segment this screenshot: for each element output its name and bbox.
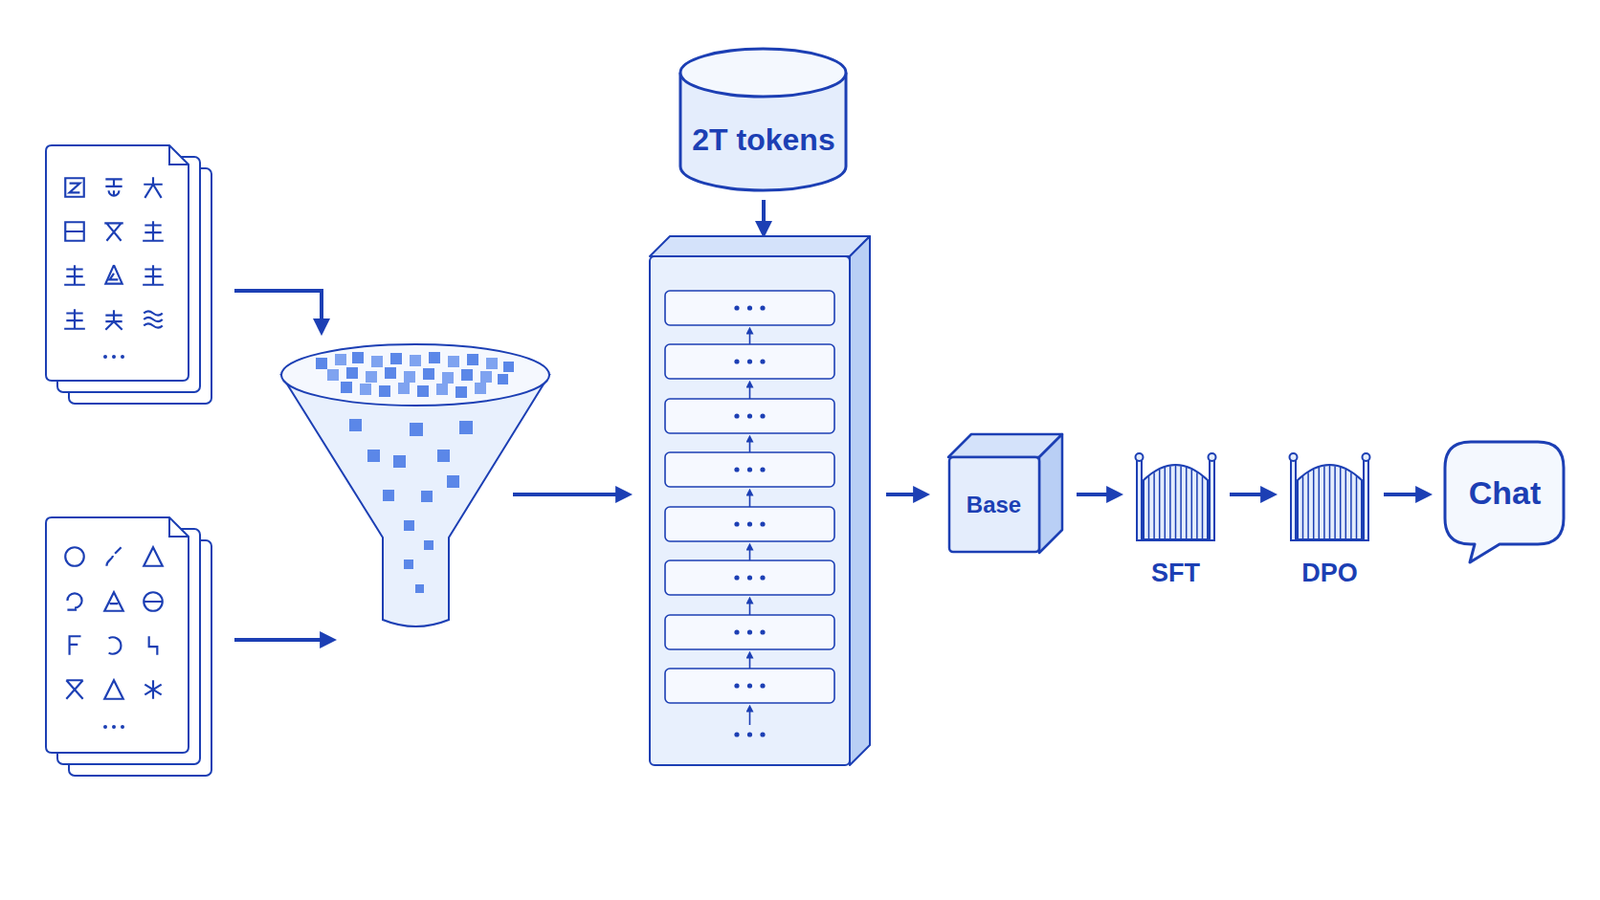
- flow-arrow: [1383, 492, 1419, 497]
- filter-funnel: [281, 344, 550, 627]
- flow-arrow: [761, 200, 766, 224]
- flow-arrow: [1076, 492, 1110, 497]
- glyph: [143, 592, 163, 612]
- transformer-stack: [649, 236, 870, 766]
- page-fold: [169, 145, 189, 165]
- glyph: [66, 680, 83, 700]
- ellipsis-dots: [103, 725, 125, 730]
- glyph: [69, 636, 82, 656]
- data-cylinder: 2T tokens: [679, 47, 848, 192]
- glyph: [105, 265, 122, 285]
- document-stack: [45, 517, 212, 777]
- glyph: [104, 222, 124, 241]
- model-cube: Base: [948, 434, 1064, 554]
- data-squares: [315, 352, 514, 594]
- layer-dots: [733, 305, 765, 737]
- document-page: [45, 145, 189, 381]
- stack-front: [649, 256, 850, 766]
- training-gate-outline: [1134, 451, 1217, 541]
- funnel-body: [281, 375, 550, 627]
- glyph: [143, 177, 163, 199]
- glyph: [144, 680, 161, 700]
- node-label: Chat: [1444, 441, 1566, 546]
- glyph: [66, 593, 82, 610]
- flow-arrow: [512, 492, 619, 497]
- stack-top: [649, 236, 870, 257]
- glyph: [104, 592, 124, 612]
- training-gate: DPO: [1288, 451, 1371, 592]
- flow-arrow: [1229, 492, 1264, 497]
- training-gate: SFT: [1134, 451, 1217, 592]
- glyph: [65, 177, 85, 198]
- glyph: [105, 310, 122, 331]
- data-cylinder-outline: [679, 47, 848, 192]
- glyph: [105, 178, 122, 197]
- glyph: [149, 636, 158, 656]
- ellipsis-dots: [103, 355, 125, 359]
- page-fold: [169, 517, 189, 537]
- glyph: [64, 309, 86, 330]
- glyph: [142, 221, 164, 242]
- layer-blocks: [665, 290, 835, 704]
- glyph: [109, 637, 122, 654]
- training-gate-outline: [1288, 451, 1371, 541]
- chat-bubble: Chat: [1444, 441, 1566, 564]
- stack-side: [849, 236, 870, 766]
- glyph: [65, 222, 85, 242]
- glyph: [104, 680, 124, 700]
- glyph: [142, 265, 164, 286]
- layer-arrows: [749, 333, 752, 726]
- flow-arrow: [234, 290, 322, 322]
- glyph: [143, 311, 163, 328]
- glyph: [64, 265, 86, 286]
- flow-arrow: [886, 492, 916, 497]
- glyph: [106, 547, 121, 567]
- glyph: [65, 547, 85, 567]
- glyph: [143, 547, 163, 567]
- funnel-rim: [281, 344, 550, 406]
- document-page: [45, 517, 189, 754]
- node-label: SFT: [1111, 558, 1241, 590]
- flow-arrow: [234, 638, 323, 643]
- node-label: DPO: [1265, 558, 1395, 590]
- node-label: 2T tokens: [679, 114, 848, 167]
- node-label: Base: [948, 457, 1040, 554]
- document-stack: [45, 145, 212, 404]
